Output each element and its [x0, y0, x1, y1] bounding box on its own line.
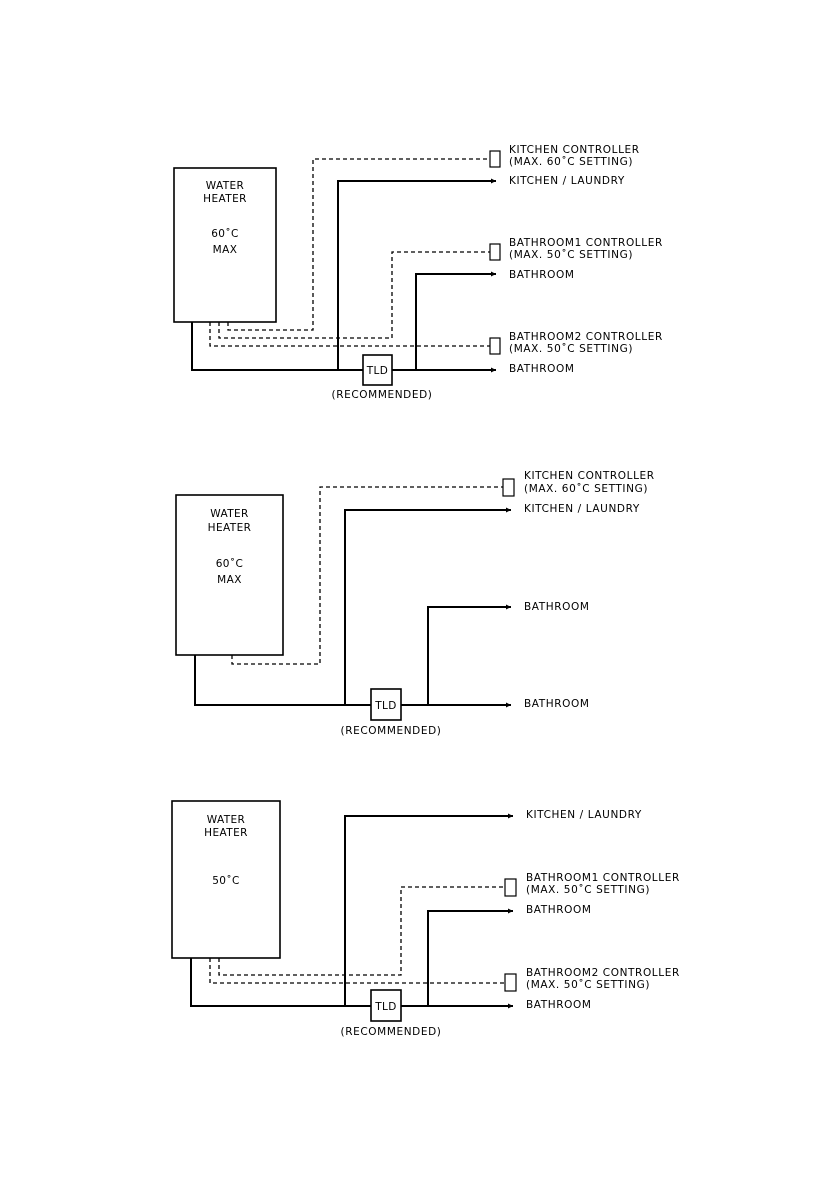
kitchen-controller-setting: (MAX. 60˚C SETTING) — [524, 483, 648, 495]
tld-valve — [370, 989, 402, 1022]
kitchen-laundry-pipe — [344, 813, 513, 1006]
heater-label-line-1: WATER — [207, 814, 246, 826]
outlet-bathroom-1: BATHROOM — [524, 601, 590, 613]
bathroom1-controller-setting: (MAX. 50˚C SETTING) — [526, 884, 650, 896]
diagram-1: WATER HEATER 60˚C MAX TLD (RECOMMENDED) … — [173, 144, 663, 401]
heater-label-line-1: WATER — [210, 508, 249, 520]
heater-label-line-1: WATER — [206, 180, 245, 192]
main-hot-pipe — [190, 958, 371, 1007]
water-heater: WATER HEATER 60˚C MAX — [173, 167, 277, 323]
outlet-bathroom-1: BATHROOM — [509, 269, 575, 281]
kitchen-laundry-pipe — [337, 178, 496, 370]
outlet-bathroom-1: BATHROOM — [526, 904, 592, 916]
heater-label-line-4: MAX — [217, 574, 242, 586]
tld-note: (RECOMMENDED) — [341, 1026, 442, 1038]
outlet-bathroom-2: BATHROOM — [526, 999, 592, 1011]
bathroom1-controller-icon — [504, 878, 517, 897]
outlet-bathroom-2: BATHROOM — [509, 363, 575, 375]
bathroom1-controller-name: BATHROOM1 CONTROLLER — [509, 237, 663, 249]
diagram-3: WATER HEATER 50˚C TLD (RECOMMENDED) BATH… — [171, 800, 680, 1038]
bathroom2-controller-icon — [489, 337, 501, 355]
main-hot-pipe — [194, 655, 371, 706]
kitchen-controller-icon — [502, 478, 515, 497]
bathroom2-controller-name: BATHROOM2 CONTROLLER — [526, 967, 680, 979]
bathroom2-controller-wire — [209, 322, 490, 347]
kitchen-laundry-pipe — [344, 507, 511, 705]
heater-label-line-2: HEATER — [208, 522, 252, 534]
bathroom-pipe-upper — [415, 271, 496, 370]
water-heater: WATER HEATER 60˚C MAX — [175, 494, 284, 656]
tld-valve — [370, 688, 402, 721]
tld-label: TLD — [374, 1001, 397, 1013]
bathroom1-controller-name: BATHROOM1 CONTROLLER — [526, 872, 680, 884]
bathroom1-controller-wire — [218, 886, 505, 976]
bathroom1-controller-setting: (MAX. 50˚C SETTING) — [509, 249, 633, 261]
heater-label-line-4: MAX — [213, 244, 238, 256]
tld-note: (RECOMMENDED) — [341, 725, 442, 737]
water-heater-box — [173, 167, 277, 323]
water-heater-box — [171, 800, 281, 959]
bathroom-pipe-upper — [427, 604, 511, 705]
heater-temperature: 60˚C — [211, 228, 239, 240]
kitchen-controller-name: KITCHEN CONTROLLER — [524, 470, 655, 482]
heater-temperature: 60˚C — [216, 558, 244, 570]
bathroom1-controller-icon — [489, 243, 501, 261]
water-heater-box — [175, 494, 284, 656]
heater-label-line-2: HEATER — [204, 827, 248, 839]
main-hot-pipe — [191, 322, 363, 371]
bathroom2-controller-icon — [504, 973, 517, 992]
outlet-bathroom-2: BATHROOM — [524, 698, 590, 710]
kitchen-controller-name: KITCHEN CONTROLLER — [509, 144, 640, 156]
bathroom2-controller-setting: (MAX. 50˚C SETTING) — [526, 979, 650, 991]
water-heater: WATER HEATER 50˚C — [171, 800, 281, 959]
heater-temperature: 50˚C — [212, 875, 240, 887]
heater-label-line-2: HEATER — [203, 193, 247, 205]
bathroom-pipe-upper — [427, 908, 513, 1006]
outlet-kitchen-laundry: KITCHEN / LAUNDRY — [509, 175, 625, 187]
kitchen-controller-icon — [489, 150, 501, 168]
tld-label: TLD — [366, 365, 389, 377]
tld-note: (RECOMMENDED) — [332, 389, 433, 401]
tld-valve — [362, 354, 393, 386]
bathroom1-controller-wire — [218, 251, 490, 339]
bathroom2-controller-name: BATHROOM2 CONTROLLER — [509, 331, 663, 343]
diagram-2: WATER HEATER 60˚C MAX TLD (RECOMMENDED) … — [175, 470, 655, 737]
outlet-kitchen-laundry: KITCHEN / LAUNDRY — [526, 809, 642, 821]
kitchen-controller-wire — [227, 158, 490, 331]
bathroom2-controller-wire — [209, 958, 505, 984]
bathroom2-controller-setting: (MAX. 50˚C SETTING) — [509, 343, 633, 355]
tld-label: TLD — [374, 700, 397, 712]
kitchen-controller-setting: (MAX. 60˚C SETTING) — [509, 156, 633, 168]
outlet-kitchen-laundry: KITCHEN / LAUNDRY — [524, 503, 640, 515]
